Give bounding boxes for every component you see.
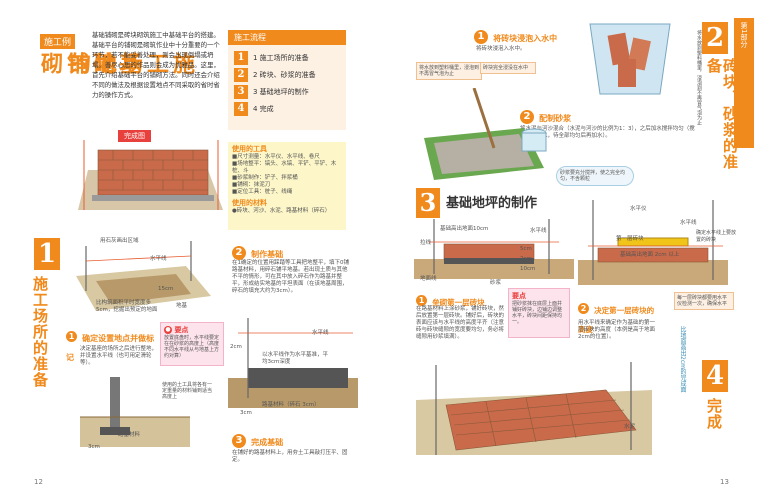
label-15cm: 15cm (158, 286, 174, 292)
r-step1-note2: 砖块完全浸没在水中 (480, 62, 536, 74)
label-excavate: 比构筑面积平时宽度多5cm，挖掘出预定的地面 (96, 300, 158, 313)
r-step1-heading: 1 将砖块浸泡入水中 (474, 26, 557, 45)
bucket-label: 将水放到塑料桶里，浸泡到不再冒气泡为止 (696, 30, 702, 125)
flow-header: 施工流程 (228, 30, 346, 45)
step2-label: 水平线 (312, 330, 329, 336)
tools-line: ■砂浆制作：铲子、拌浆桶 (232, 175, 298, 181)
section4-number: 4 (702, 360, 728, 392)
materials-line: ●砖块、河沙、水泥、路基材料（碎石） (232, 208, 331, 214)
r-step3-2-heading: 2 决定第一层砖块的高度 (578, 303, 655, 334)
chapter-tab: 第1部分 (734, 18, 754, 148)
section2-number: 2 (702, 22, 728, 54)
page-number-right: 13 (720, 478, 729, 486)
step1-heading: 1 确定设置地点并做标记 (66, 331, 155, 362)
tools-box: 使用的工具 ■尺寸测量：水平仪、水平线、卷尺 ■场地整平：镐头、水镐、平铲、平铲… (228, 142, 346, 230)
s3r-label: 水平线 (680, 220, 697, 226)
final-wall-illustration (416, 362, 652, 455)
completed-label: 完成图 (118, 130, 151, 142)
label-ground: 地基 (176, 303, 188, 309)
step2-label: 路基材料（碎石 3cm） (262, 402, 320, 408)
left-page: 施工例 施工场地的 基础铺砌 基础铺砌是砖块砌筑施工中基础平台的搭建。基础平台的… (31, 30, 358, 486)
section1-number: 1 (34, 238, 60, 270)
r-step3-1-text: 在路基材料上涂砂浆，铺好砖块，然后放置第一层砖块。铺好后，砖块的表面应该与水平线… (416, 306, 505, 340)
step3-heading: 3 完成基础 (232, 430, 283, 449)
s3-label: 地面线 (420, 276, 437, 282)
r-step1-note: 将水放到塑料桶里，浸泡到不再冒气泡为止 (416, 62, 482, 80)
key-point-box: ● 要点 放置底盘时，水平线要定在在砂浆的高度上（高度不同水平线从与地基上方约对… (160, 322, 224, 366)
section3-number: 3 (416, 188, 440, 218)
base-fill-illustration (228, 318, 358, 408)
r-step3-2-text: 用水平线来确定作为基础的第一层砖块的高度（本例是高于地面2cm的位置）。 (578, 320, 656, 340)
step1-text: 决定基座的场所之后进行整地，并设置水平线（也可用定滑轮等）。 (80, 346, 158, 366)
tools-line: ■铺砌：抹泥刀 (232, 182, 271, 188)
step2-label: 2cm (230, 344, 242, 350)
section1-title: 施工场所的准备 (31, 276, 49, 388)
s3-label: 砂浆 (490, 280, 502, 286)
section3-title: 基础地坪的制作 (446, 196, 538, 211)
mortar-mixing-illustration (424, 88, 547, 180)
s3r-label: 第一层砖块 (616, 236, 644, 242)
tools-title: 使用的工具 (232, 145, 267, 153)
s3r-label: 水平仪 (630, 206, 647, 212)
page-number-left: 12 (34, 478, 43, 486)
r-step2-text: 将水泥与河沙混合（水泥与河沙的比例为1：3），之后加水搅拌均匀（搅拌时不加水，待… (520, 126, 695, 139)
r-step3-1-heading: 1 垒砌第一层砖块 (416, 290, 485, 309)
s3-note-box: 每一层砖块都要用水平仪检测一次，确保水平 (674, 292, 734, 310)
s3-label: 2cm (520, 256, 532, 262)
chapter-sub: 庭院景观的各项施工方法 (739, 60, 746, 126)
step2-text: 在1确定的位置用踩踏等工具把地整平，填下0铺路基材料，用碎石铺平地基。若出现土质… (232, 260, 350, 294)
r-key-point-box: 要点 把砂浆抹在底层上面并铺好砖块，边铺边调整水平，砖块间距保持均一。 (508, 288, 570, 338)
r-step1-text: 将砖块浸泡入水中。 (476, 46, 526, 52)
completed-wall-illustration (78, 140, 223, 210)
right-page: 第1部分 庭院景观的各项施工方法 2 砖块、砂浆的准备 1 将砖块浸泡入水中 将… (380, 0, 760, 500)
s3-label: 拉线 (420, 240, 432, 246)
step3-text: 在铺好的路基材料上，用夯土工具敲打压平、固定。 (232, 450, 348, 463)
r-step2-heading: 2 配制砂浆 (520, 106, 571, 125)
s3-label: 基础高出地面10cm (440, 226, 489, 232)
materials-title: 使用的材料 (232, 199, 267, 207)
section-tag: 施工例 (40, 34, 76, 49)
site-marking-illustration (76, 241, 211, 311)
s3-label: 水平线 (530, 228, 547, 234)
tools-line: ■定位工具：桩子、线绳 (232, 189, 293, 195)
label-level-line: 水平线 (150, 256, 167, 262)
step2-heading: 2 制作基础 (232, 242, 283, 261)
r-step2-bubble: 砂浆要充分搅拌，使之完全均匀，不含颗粒 (556, 166, 634, 186)
step2-label: 以水平线作为水平基准，平均3cm深度 (262, 352, 329, 365)
s4-note: 比地面高出2cm的完成面 (679, 326, 686, 393)
intro-text: 基础铺砌是砖块砌筑施工中基础平台的搭建。基础平台的铺砌是砌筑作业中十分重要的一个… (92, 31, 220, 99)
section2-title: 砖块、砂浆的准备 (705, 58, 739, 170)
s3r-label: 基础高出地面 2cm 以上 (620, 252, 680, 258)
s3-label: 10cm (520, 266, 536, 272)
label-lime-area: 用石灰画出区域 (100, 238, 139, 244)
tools-line: ■场地整平：镐头、水镐、平铲、平铲、木桩、斗 (232, 161, 337, 174)
tools-line: ■尺寸测量：水平仪、水平线、卷尺 (232, 154, 320, 160)
side-label-base: 路基材料 (118, 432, 141, 438)
stake-illustration (80, 377, 190, 447)
side-label-tool: 使用的土工具将各有一定重量的材料铺到适当高度上 (162, 382, 213, 400)
s4-label: 水泥 (624, 424, 636, 430)
level-check-illustration (578, 200, 728, 285)
step2-label: 3cm (240, 410, 252, 416)
s3-label: 5cm (520, 246, 532, 252)
foundation-section-illustration (414, 219, 574, 279)
section4-title: 完成 (705, 398, 723, 430)
soak-bucket-illustration (589, 23, 671, 95)
side-label-3cm: 3cm (88, 444, 100, 450)
s3r-label: 确定水平线上要放置的砖块 (696, 230, 737, 243)
